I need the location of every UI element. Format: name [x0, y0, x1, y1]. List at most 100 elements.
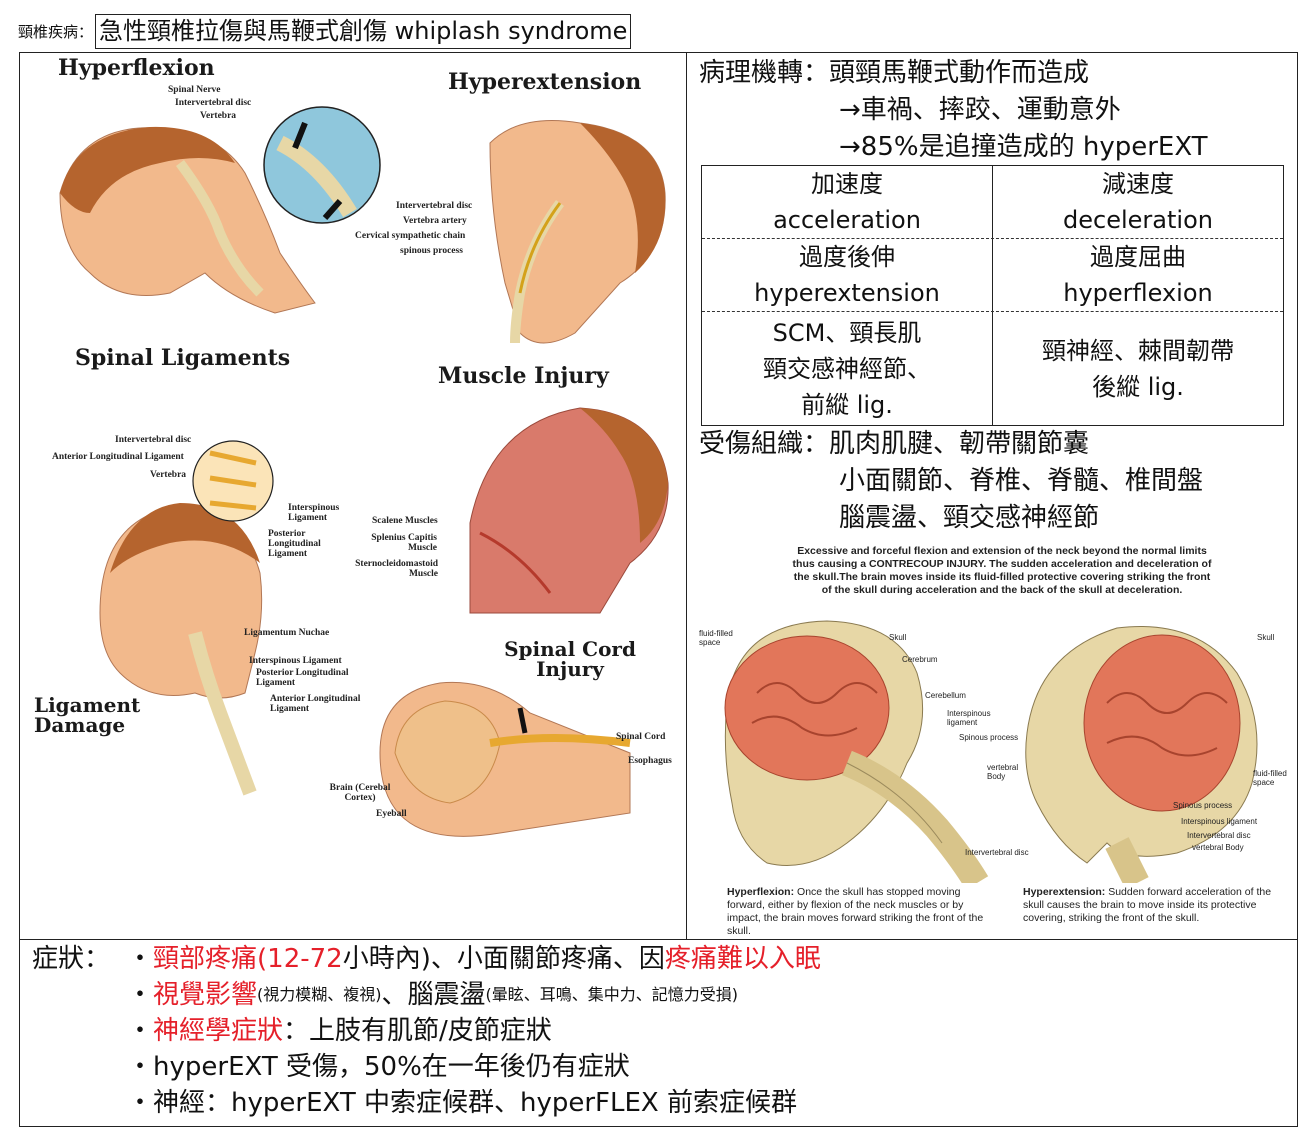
figure-label: Spinous process	[1173, 801, 1233, 810]
cell-text: 減速度	[1102, 170, 1174, 198]
table-cell: 加速度 acceleration	[702, 166, 992, 238]
figure-label: Interspinous ligament	[947, 709, 991, 727]
table-cell: 過度後伸 hyperextension	[702, 239, 992, 311]
content-frame: Hyperflexion Spinal Nerve Intervertebral…	[19, 52, 1298, 1127]
table-cell: SCM、頸長肌 頸交感神經節、 前縱 lig.	[702, 312, 992, 426]
muscle-injury-illustration	[469, 407, 669, 614]
symptom-text: 小時內)、小面關節疼痛、因	[342, 944, 665, 974]
cell-text: deceleration	[1063, 206, 1213, 234]
illustration-panel: Hyperflexion Spinal Nerve Intervertebral…	[20, 53, 686, 939]
hyperflexion-illustration	[59, 106, 381, 314]
comparison-table: 加速度 acceleration 減速度 deceleration 過度後伸 h…	[701, 165, 1284, 426]
mechanism-line: 病理機轉：頭頸馬鞭式動作而造成	[699, 58, 1090, 88]
fig-label: Esophagus	[628, 756, 672, 766]
symptom-text: 神經：hyperEXT 中索症候群、hyperFLEX 前索症候群	[153, 1088, 797, 1118]
figure-label: Cerebellum	[925, 691, 966, 700]
hyperflexion-note: Hyperflexion: Once the skull has stopped…	[727, 886, 997, 938]
ligament-damage-title: Ligament Damage	[34, 693, 141, 737]
figure-label: vertebral Body	[987, 763, 1019, 781]
figure-label: Skull	[889, 633, 907, 642]
symptom-row: ・ 神經：hyperEXT 中索症候群、hyperFLEX 前索症候群	[32, 1085, 821, 1121]
fig-label: Vertebra	[200, 111, 237, 121]
vertical-divider	[686, 53, 687, 939]
bullet: ・	[127, 944, 154, 974]
hyperextension-illustration	[489, 120, 666, 344]
hyperextension-title: Hyperextension	[448, 69, 642, 95]
fig-label: Vertebra	[150, 470, 187, 480]
symptom-text: 、腦震盪	[381, 980, 486, 1010]
symptom-row: 症狀： ・ 頸部疼痛(12-72 小時內)、小面關節疼痛、因疼痛難以入眠	[32, 941, 821, 977]
figure-label: Skull	[1257, 633, 1275, 642]
table-cell: 頸神經、棘間韌帶 後縱 lig.	[993, 312, 1283, 426]
cell-text: 頸神經、棘間韌帶	[1042, 337, 1234, 365]
fig-label: Cervical sympathetic chain	[355, 231, 466, 241]
cell-text: 前縱 lig.	[801, 391, 893, 419]
figure-label: Intervertebral disc	[965, 848, 1029, 857]
header-label: 頸椎疾病：	[18, 22, 94, 41]
symptom-highlight: 視覺影響	[153, 980, 258, 1010]
mechanism-line: →85%是追撞造成的 hyperEXT	[839, 132, 1208, 162]
cell-text: hyperextension	[754, 279, 940, 307]
spinal-cord-title: Spinal Cord Injury	[504, 637, 636, 681]
fig-label: Vertebra artery	[403, 216, 467, 226]
symptom-row: ・ 視覺影響(視力模糊、複視)、腦震盪(暈眩、耳鳴、集中力、記憶力受損)	[32, 977, 821, 1013]
contrecoup-illustration	[724, 620, 1258, 883]
hyperflexion-title: Hyperflexion	[58, 55, 215, 81]
cell-text: acceleration	[773, 206, 921, 234]
fig-label: Sternocleidomastoid Muscle	[355, 559, 438, 579]
table-divider	[992, 166, 993, 425]
cell-text: 頸交感神經節、	[763, 355, 931, 383]
symptoms-heading: 症狀：	[32, 944, 111, 974]
bullet: ・	[127, 1052, 154, 1082]
fig-label: Intervertebral disc	[396, 201, 473, 211]
tissue-line: 腦震盪、頸交感神經節	[839, 503, 1100, 533]
cell-text: SCM、頸長肌	[772, 319, 922, 347]
table-row-divider	[702, 311, 1283, 312]
symptom-highlight: 神經學症狀	[153, 1016, 284, 1046]
symptom-highlight: (12-72	[257, 944, 343, 974]
info-panel: 病理機轉：頭頸馬鞭式動作而造成 →車禍、摔跤、運動意外 →85%是追撞造成的 h…	[687, 53, 1299, 939]
symptom-text: hyperEXT 受傷，50%在一年後仍有症狀	[153, 1052, 630, 1082]
figure-label: Interspinous ligament	[1181, 817, 1258, 826]
figure-label: fluid-filled space	[1253, 769, 1287, 787]
table-cell: 減速度 deceleration	[993, 166, 1283, 238]
cell-text: 過度屈曲	[1090, 243, 1186, 271]
note-text: Once the skull has stopped moving forwar…	[727, 886, 984, 937]
figure-label: Spinous process	[959, 733, 1019, 742]
figure-label: fluid-filled space	[699, 629, 733, 647]
symptom-highlight: 疼痛難以入眠	[664, 944, 821, 974]
fig-label: Scalene Muscles	[372, 516, 438, 526]
symptom-detail: (暈眩、耳鳴、集中力、記憶力受損)	[485, 985, 739, 1004]
symptom-highlight: 頸部疼痛	[153, 944, 258, 974]
symptom-text: ：上肢有肌節/皮節症狀	[283, 1016, 552, 1046]
page-title: 急性頸椎拉傷與馬鞭式創傷 whiplash syndrome	[95, 13, 632, 49]
fig-label: Anterior Longitudinal Ligament	[270, 694, 361, 714]
fig-label: Anterior Longitudinal Ligament	[52, 452, 184, 462]
spinal-ligaments-illustration	[99, 440, 274, 796]
fig-label: Posterior Longitudinal Ligament	[256, 668, 349, 688]
fig-label: Eyeball	[376, 809, 407, 819]
contrecoup-figure: Excessive and forceful flexion and exten…	[697, 543, 1291, 938]
anatomy-illustrations	[59, 106, 669, 837]
note-text: Sudden forward acceleration of the skull…	[1023, 886, 1272, 924]
fig-label: Intervertebral disc	[115, 435, 192, 445]
fig-label: Spinal Nerve	[168, 85, 221, 95]
fig-label: Splenius Capitis Muscle	[371, 533, 437, 553]
cell-text: hyperflexion	[1063, 279, 1213, 307]
hyperextension-note: Hyperextension: Sudden forward accelerat…	[1023, 886, 1285, 925]
symptom-row: ・ hyperEXT 受傷，50%在一年後仍有症狀	[32, 1049, 821, 1085]
figure-label: vertebral Body	[1192, 843, 1244, 852]
symptom-detail: (視力模糊、複視)	[257, 985, 382, 1004]
mechanism-line: →車禍、摔跤、運動意外	[839, 95, 1121, 125]
note-heading: Hyperflexion:	[727, 886, 795, 898]
cell-text: 加速度	[811, 170, 883, 198]
horizontal-divider	[20, 939, 1297, 940]
fig-label: Interspinous Ligament	[249, 656, 342, 666]
fig-label: Brain (Cerebal Cortex)	[329, 783, 391, 803]
table-row-divider	[702, 238, 1283, 239]
header: 頸椎疾病： 急性頸椎拉傷與馬鞭式創傷 whiplash syndrome	[18, 12, 632, 50]
fig-label: Intervertebral disc	[175, 98, 252, 108]
bullet: ・	[127, 1016, 154, 1046]
tissue-section: 受傷組織：肌肉肌腱、韌帶關節囊 小面關節、脊椎、脊髓、椎間盤 腦震盪、頸交感神經…	[699, 426, 1203, 537]
spinal-cord-illustration	[379, 681, 631, 837]
